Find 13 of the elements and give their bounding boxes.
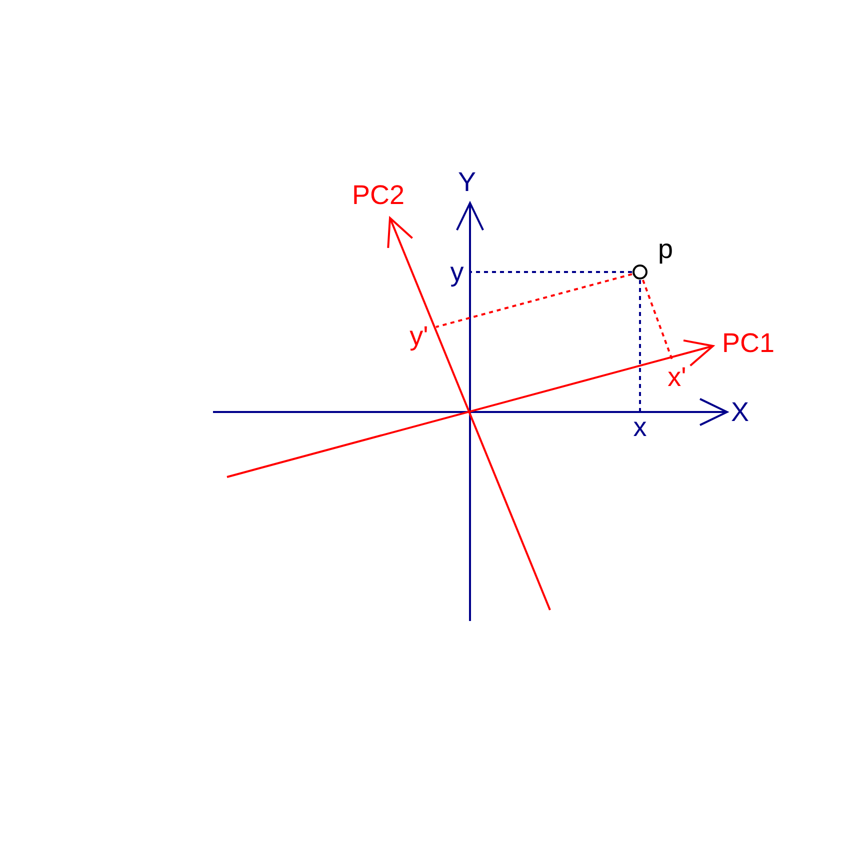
axis-label: X [731,397,750,427]
point-marker [632,264,648,280]
point-label: p [658,234,674,264]
axis-label: PC1 [722,328,775,358]
projection-line [639,280,641,412]
axis-label: Y [458,167,476,197]
projection-line [470,271,632,273]
axis-label: PC2 [352,180,405,210]
coordinate-label: x' [662,362,692,392]
coordinate-label: y' [402,321,436,351]
projection-line [436,273,632,328]
coordinate-label: y [444,257,470,287]
coordinate-label: x [630,412,650,442]
